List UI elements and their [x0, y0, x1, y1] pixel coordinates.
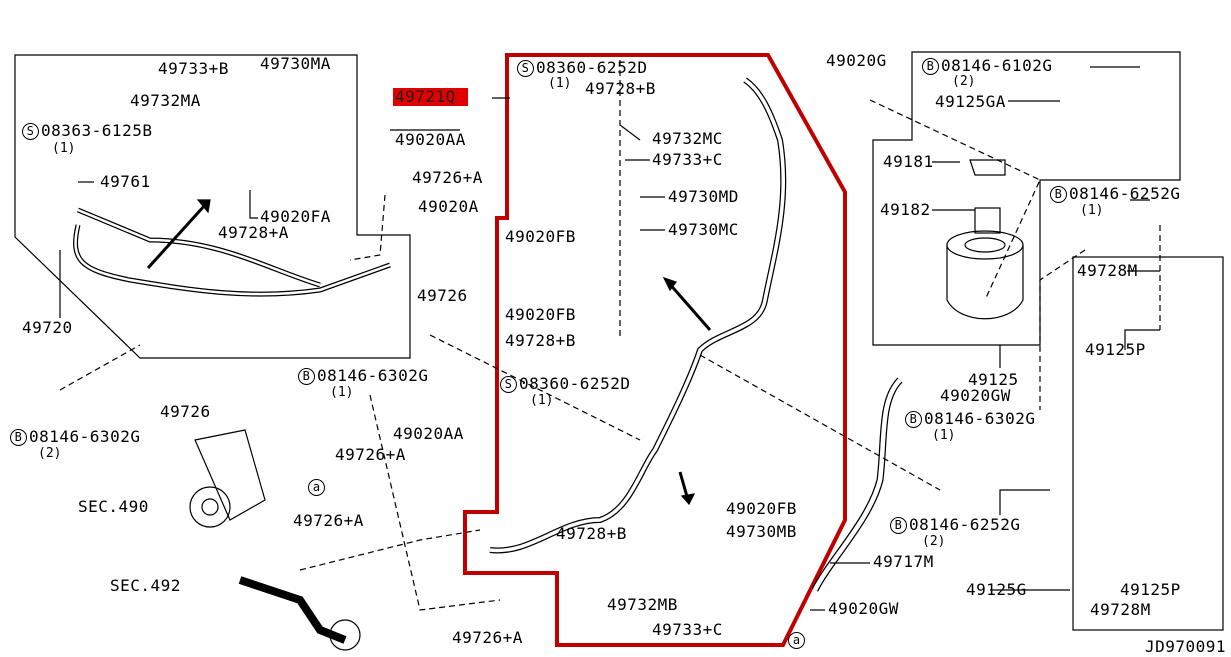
bolt-symbol-icon: B	[905, 411, 922, 428]
part-label-49728m[interactable]: 49728M	[1090, 600, 1151, 619]
part-label-49732mb[interactable]: 49732MB	[607, 595, 678, 614]
part-label-49728-b[interactable]: 49728+B	[585, 79, 656, 98]
part-label-49020a[interactable]: 49020A	[418, 197, 479, 216]
part-label-49761[interactable]: 49761	[100, 172, 151, 191]
part-label-49728-b[interactable]: 49728+B	[556, 524, 627, 543]
section-ref-492[interactable]: SEC.492	[110, 576, 181, 595]
part-number: 08146-6302G	[29, 427, 141, 446]
reference-marker-a: a	[308, 479, 325, 496]
pump-pulley	[189, 486, 231, 528]
part-label-49730md[interactable]: 49730MD	[668, 187, 739, 206]
reservoir-bracket-box	[872, 51, 1181, 346]
part-label-49728m[interactable]: 49728M	[1077, 261, 1138, 280]
arrow-icon	[146, 203, 207, 270]
part-label-49717m[interactable]: 49717M	[873, 552, 934, 571]
part-label-49730mb[interactable]: 49730MB	[726, 522, 797, 541]
part-label-49020gw[interactable]: 49020GW	[940, 386, 1011, 405]
part-label-49720[interactable]: 49720	[22, 318, 73, 337]
quantity: (1)	[530, 393, 554, 408]
part-label-49125ga[interactable]: 49125GA	[935, 92, 1006, 111]
screw-symbol-icon: S	[22, 123, 39, 140]
part-number: 08146-6252G	[1069, 184, 1181, 203]
quantity: (1)	[548, 76, 572, 91]
part-label-49733-c[interactable]: 49733+C	[652, 150, 723, 169]
reference-marker-a: a	[788, 632, 805, 649]
part-label-49733-b[interactable]: 49733+B	[158, 59, 229, 78]
reservoir	[946, 230, 1024, 260]
part-label-49726-a[interactable]: 49726+A	[412, 168, 483, 187]
part-label-49020fb[interactable]: 49020FB	[505, 227, 576, 246]
part-number: 08360-6252D	[519, 374, 631, 393]
quantity: (1)	[330, 385, 354, 400]
part-label-49730mc[interactable]: 49730MC	[668, 220, 739, 239]
part-label-49721q-highlighted[interactable]: 49721Q	[393, 88, 468, 106]
quantity: (1)	[932, 428, 956, 443]
part-label-49125p[interactable]: 49125P	[1085, 340, 1146, 359]
screw-symbol-icon: S	[517, 60, 534, 77]
part-label-49020gw[interactable]: 49020GW	[828, 599, 899, 618]
part-label-49730ma[interactable]: 49730MA	[260, 54, 331, 73]
part-label-49728-a[interactable]: 49728+A	[218, 223, 289, 242]
part-label-49726[interactable]: 49726	[417, 286, 468, 305]
left-group-box	[14, 54, 411, 359]
part-number: 08146-6252G	[909, 515, 1021, 534]
part-number: 08146-6102G	[941, 56, 1053, 75]
part-label-49726-a[interactable]: 49726+A	[293, 511, 364, 530]
section-ref-490[interactable]: SEC.490	[78, 497, 149, 516]
diagram-code: JD970091	[1145, 637, 1227, 656]
part-label-49732ma[interactable]: 49732MA	[130, 91, 201, 110]
part-label-49726-a[interactable]: 49726+A	[452, 628, 523, 647]
quantity: (2)	[952, 74, 976, 89]
bolt-symbol-icon: B	[922, 58, 939, 75]
highlighted-part-outline	[463, 53, 847, 647]
part-label-49181[interactable]: 49181	[883, 152, 934, 171]
quantity: (2)	[922, 534, 946, 549]
part-number: 08146-6302G	[317, 366, 429, 385]
part-label-49020fa[interactable]: 49020FA	[260, 207, 331, 226]
part-label-49182[interactable]: 49182	[880, 200, 931, 219]
part-label-49726-a[interactable]: 49726+A	[335, 445, 406, 464]
part-label-49020aa[interactable]: 49020AA	[393, 424, 464, 443]
bolt-symbol-icon: B	[298, 368, 315, 385]
quantity: (1)	[52, 141, 76, 156]
part-label-49020g[interactable]: 49020G	[826, 51, 887, 70]
arrow-icon	[666, 281, 712, 331]
part-label-49726[interactable]: 49726	[160, 402, 211, 421]
part-label-49125g[interactable]: 49125G	[966, 580, 1027, 599]
part-label-49020aa[interactable]: 49020AA	[395, 130, 466, 149]
screw-symbol-icon: S	[500, 376, 517, 393]
part-label-49125p[interactable]: 49125P	[1120, 580, 1181, 599]
part-label-49733-c[interactable]: 49733+C	[652, 620, 723, 639]
part-number: 08146-6302G	[924, 409, 1036, 428]
part-label-49020fb[interactable]: 49020FB	[726, 499, 797, 518]
part-label-49125[interactable]: 49125	[968, 370, 1019, 389]
bolt-symbol-icon: B	[10, 429, 27, 446]
quantity: (2)	[38, 446, 62, 461]
part-number: 08363-6125B	[41, 121, 153, 140]
bracket-group-box	[1072, 256, 1224, 631]
part-label-49732mc[interactable]: 49732MC	[652, 129, 723, 148]
part-label-49728-b[interactable]: 49728+B	[505, 331, 576, 350]
bolt-symbol-icon: B	[1050, 186, 1067, 203]
quantity: (1)	[1080, 203, 1104, 218]
part-number: 08360-6252D	[536, 58, 648, 77]
bolt-symbol-icon: B	[890, 517, 907, 534]
part-label-49020fb[interactable]: 49020FB	[505, 305, 576, 324]
